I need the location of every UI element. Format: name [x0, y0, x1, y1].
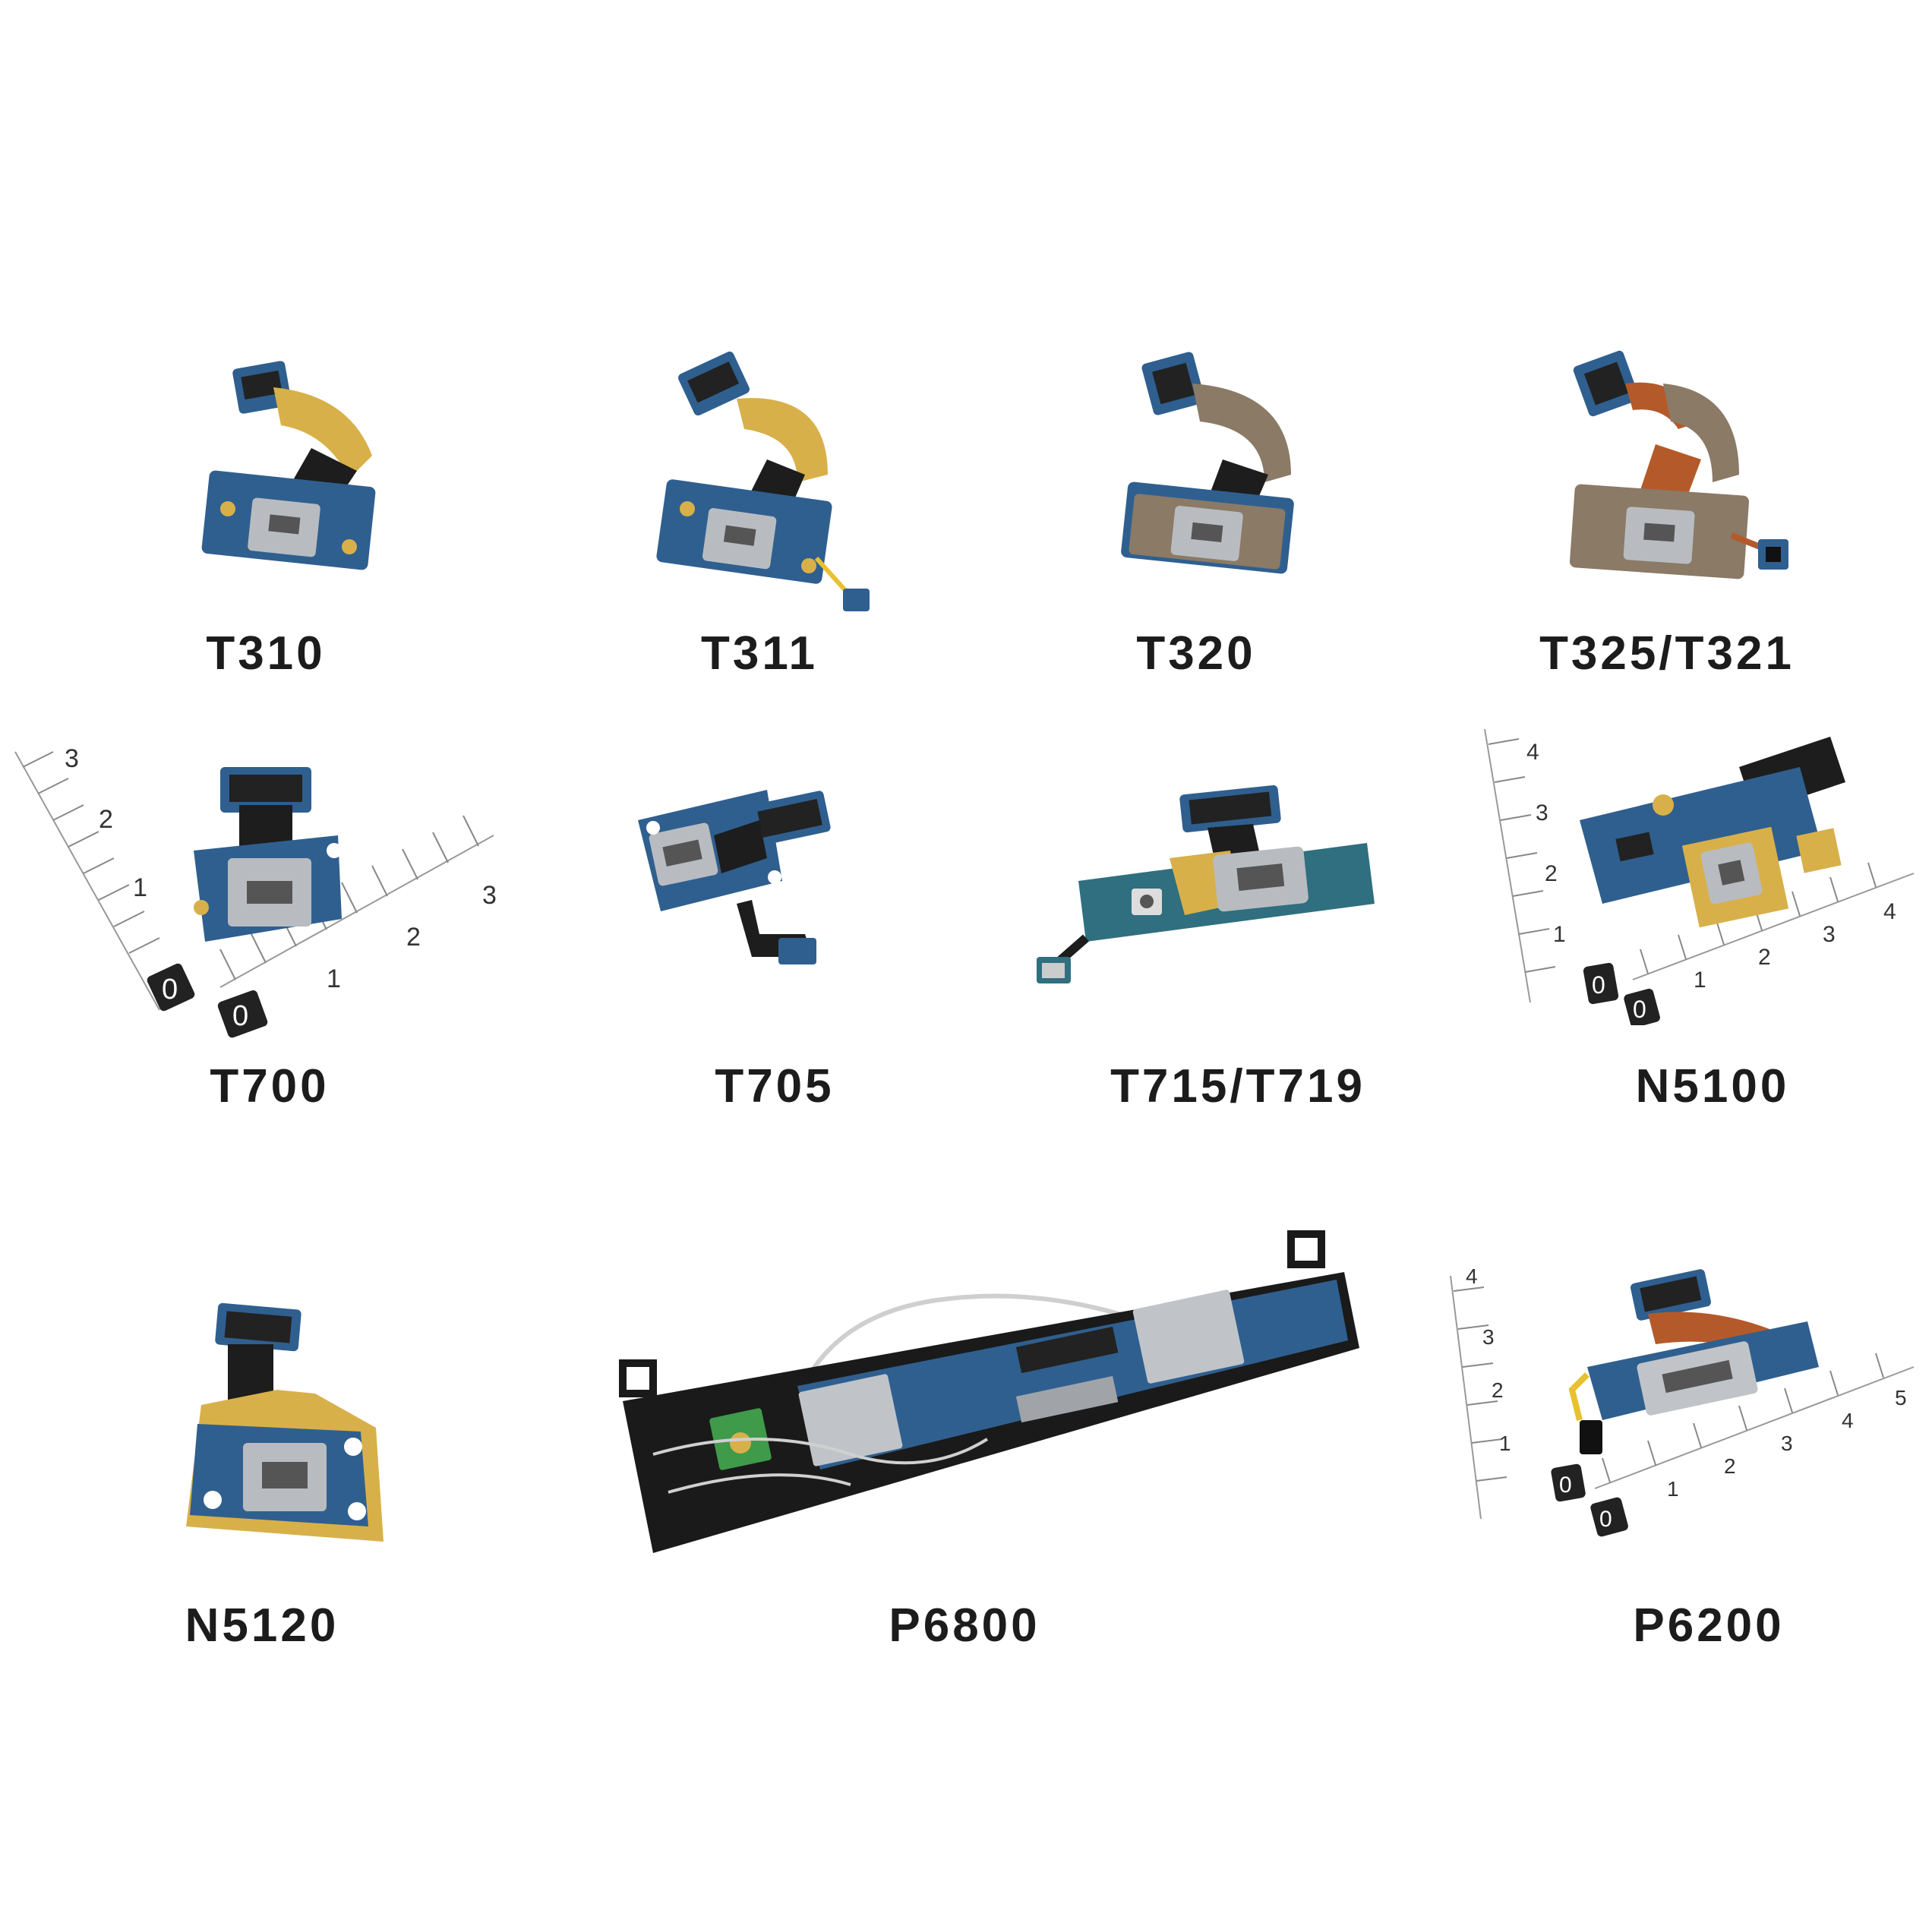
t700-charging-port-board — [194, 767, 342, 942]
ruler-tick-1: 1 — [1667, 1477, 1679, 1501]
ruler-tick-2: 2 — [99, 805, 113, 834]
ruler-tick-1: 1 — [1553, 922, 1566, 947]
ruler-tick-2: 2 — [1724, 1454, 1736, 1478]
horizontal-ruler: 1 2 3 0 — [217, 815, 497, 1038]
ruler-tick-1: 1 — [1694, 968, 1706, 993]
gold-flex-cable — [273, 387, 372, 478]
ruler-tick-3: 3 — [1536, 800, 1548, 826]
ruler-tick-0-bottom: 0 — [1599, 1507, 1612, 1532]
vertical-ruler: 3 2 1 0 — [14, 744, 195, 1012]
ruler-tick-4: 4 — [1842, 1409, 1854, 1432]
product-label-t705: T705 — [715, 1060, 835, 1113]
ruler-tick-0: 0 — [1592, 971, 1605, 999]
horizontal-ruler: 1 2 3 4 5 0 — [1590, 1353, 1915, 1537]
product-label-t310: T310 — [206, 627, 326, 680]
p6800-charging-port-board — [619, 1230, 1359, 1553]
ruler-tick-2: 2 — [1492, 1378, 1504, 1402]
product-label-t700: T700 — [210, 1060, 330, 1113]
ruler-tick-2: 2 — [406, 923, 421, 952]
t700-ruler: 3 2 1 0 1 2 3 0 — [14, 744, 497, 1038]
ruler-tick-3: 3 — [1781, 1432, 1793, 1455]
vertical-ruler: 4 3 2 1 0 — [1484, 728, 1619, 1005]
ruler-tick-4: 4 — [1466, 1264, 1478, 1288]
n5100-charging-port-board — [1580, 737, 1845, 928]
antenna-cable — [795, 1293, 1156, 1399]
t705-charging-port-board — [638, 790, 831, 964]
ruler-tick-3: 3 — [1823, 922, 1836, 947]
product-label-p6800: P6800 — [889, 1599, 1040, 1652]
ruler-tick-1: 1 — [133, 873, 147, 902]
ruler-tick-0: 0 — [1559, 1473, 1572, 1498]
ruler-tick-5: 5 — [1895, 1386, 1907, 1410]
ruler-tick-1: 1 — [327, 964, 341, 993]
ruler-tick-2: 2 — [1758, 945, 1771, 970]
vertical-ruler: 4 3 2 1 0 — [1450, 1264, 1586, 1520]
p6200-charging-port-board — [1568, 1269, 1819, 1454]
t311-charging-port-board — [656, 351, 870, 611]
ruler-tick-1: 1 — [1499, 1432, 1511, 1455]
product-label-n5120: N5120 — [185, 1599, 339, 1652]
ruler-tick-0: 0 — [162, 974, 178, 1005]
ruler-tick-4: 4 — [1526, 740, 1539, 765]
t325-charging-port-board — [1569, 350, 1788, 579]
ruler-tick-3: 3 — [65, 744, 79, 773]
product-label-p6200: P6200 — [1633, 1599, 1785, 1652]
product-label-t325-t321: T325/T321 — [1539, 627, 1795, 680]
ruler-tick-0-bottom: 0 — [1633, 996, 1646, 1023]
ruler-tick-2: 2 — [1545, 861, 1558, 886]
n5120-charging-port-board — [186, 1302, 384, 1542]
product-label-n5100: N5100 — [1635, 1060, 1790, 1113]
t310-charging-port-board — [201, 361, 376, 570]
ruler-tick-3: 3 — [1482, 1325, 1495, 1349]
ruler-tick-0-bottom: 0 — [232, 1000, 248, 1032]
t320-charging-port-board — [1121, 352, 1294, 574]
product-label-t320: T320 — [1136, 627, 1256, 680]
gold-flex-cable — [737, 398, 828, 482]
p6200-ruler: 4 3 2 1 0 1 2 3 4 5 0 — [1450, 1264, 1915, 1537]
t715-charging-port-board — [1037, 784, 1375, 983]
ruler-tick-4: 4 — [1883, 899, 1896, 924]
horizontal-ruler: 1 2 3 4 0 — [1624, 862, 1915, 1025]
n5100-ruler: 4 3 2 1 0 1 2 3 4 0 — [1484, 728, 1915, 1025]
ruler-tick-3: 3 — [482, 881, 497, 910]
product-label-t715-t719: T715/T719 — [1110, 1060, 1365, 1113]
product-label-t311: T311 — [701, 627, 818, 680]
